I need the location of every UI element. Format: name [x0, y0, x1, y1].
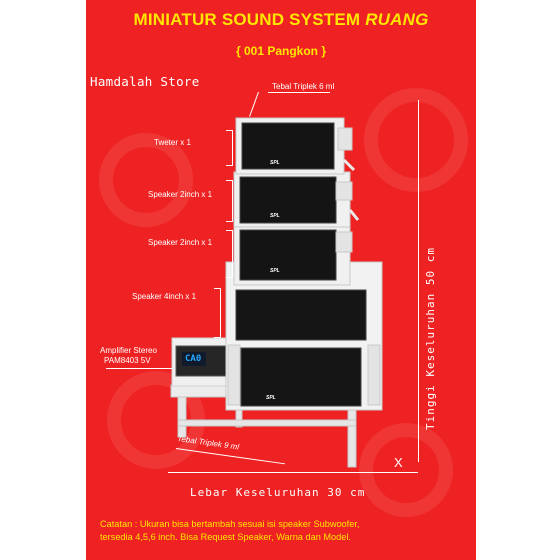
- speaker-2inch-b-box: [233, 224, 353, 286]
- label-tebal-triplek-top: Tebal Triplek 6 ml: [272, 82, 335, 91]
- page-subtitle: { 001 Pangkon }: [235, 44, 327, 58]
- amp-display: CA0: [185, 354, 202, 364]
- bracket-tweeter: [226, 130, 233, 166]
- speaker-logo-4: SPL: [266, 395, 276, 401]
- bracket-speaker-2inch-a: [226, 180, 233, 222]
- speaker-logo-3: SPL: [270, 268, 280, 274]
- speaker-logo-1: SPL: [270, 160, 280, 166]
- width-dimension-line: [168, 472, 418, 473]
- label-speaker-2inch-b: Speaker 2inch x 1: [148, 238, 213, 247]
- amplifier-box: [171, 337, 233, 387]
- tweeter-box: [235, 117, 353, 175]
- page-title: MINIATUR SOUND SYSTEM RUANG: [133, 10, 429, 29]
- sound-system-illustration: [170, 117, 383, 468]
- height-dimension-label: Tinggi Keseluruhan 50 cm: [424, 247, 437, 430]
- axis-mark: X: [394, 455, 404, 470]
- width-dimension-label: Lebar Keseluruhan 30 cm: [190, 486, 366, 499]
- label-tweeter: Tweter x 1: [154, 138, 191, 147]
- leader-line: [106, 368, 172, 369]
- label-amplifier-line1: Amplifier Stereo: [100, 346, 157, 355]
- height-dimension-line: [418, 100, 419, 462]
- bracket-speaker-2inch-b: [226, 230, 233, 278]
- label-amplifier-line2: PAM8403 5V: [104, 356, 151, 365]
- speaker-2inch-a-box: [233, 171, 353, 228]
- label-speaker-4inch: Speaker 4inch x 1: [132, 292, 197, 301]
- footer-note: Catatan : Ukuran bisa bertambah sesuai i…: [100, 519, 360, 542]
- poster: MINIATUR SOUND SYSTEM RUANG { 001 Pangko…: [86, 0, 476, 560]
- bracket-speaker-4inch: [214, 288, 221, 338]
- label-speaker-2inch-a: Speaker 2inch x 1: [148, 190, 213, 199]
- leader-line: [268, 92, 330, 93]
- lower-cabinet: [225, 261, 383, 411]
- speaker-logo-2: SPL: [270, 213, 280, 219]
- store-name: Hamdalah Store: [90, 74, 200, 89]
